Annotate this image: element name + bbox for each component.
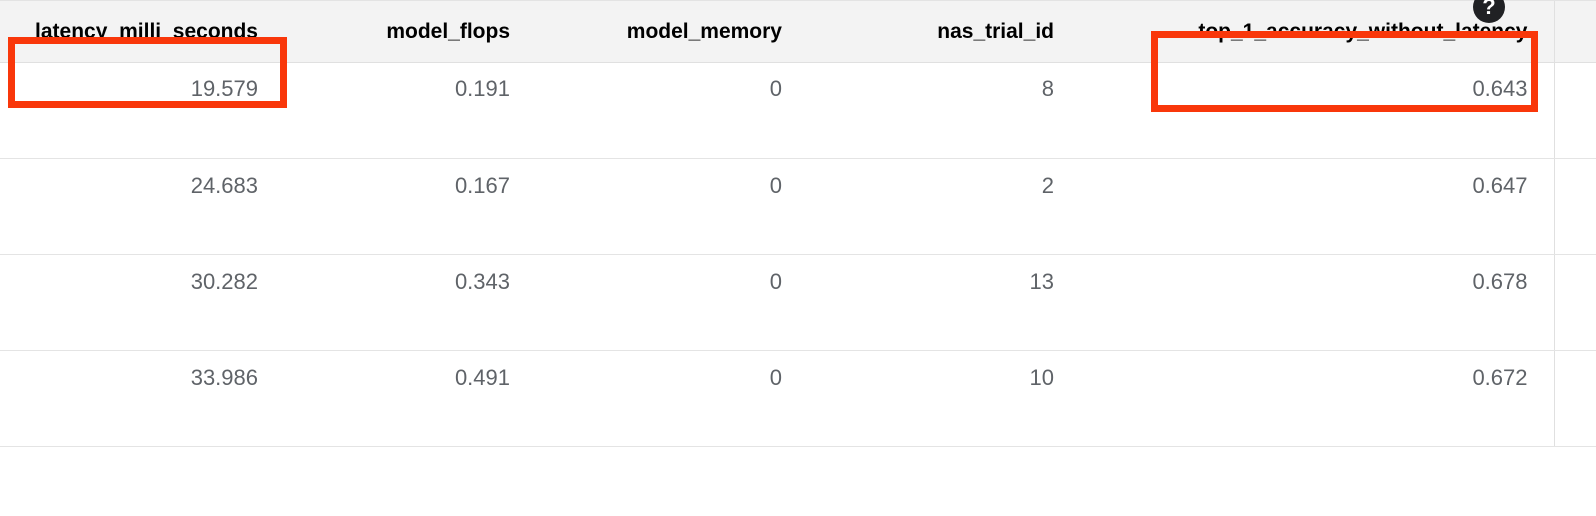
cell-model-flops: 0.343 (284, 254, 536, 351)
cell-latency-milli-seconds: 24.683 (0, 158, 284, 255)
cell-top-1-accuracy-without-latency: 0.678 (1080, 254, 1554, 351)
cell-model-memory: 0 (536, 158, 808, 255)
column-header-latency-milli-seconds[interactable]: latency_milli_seconds (0, 0, 284, 63)
cell-top-1-accuracy-without-latency: 0.643 (1080, 62, 1554, 159)
cell-nas-trial-id: 13 (808, 254, 1080, 351)
column-header-model-flops[interactable]: model_flops (284, 0, 536, 63)
cell-next-partial (1553, 62, 1596, 159)
column-header-nas-trial-id[interactable]: nas_trial_id (808, 0, 1080, 63)
cell-next-partial (1553, 350, 1596, 447)
cell-nas-trial-id: 10 (808, 350, 1080, 447)
column-header-next-partial[interactable] (1553, 0, 1596, 63)
metrics-table: latency_milli_seconds model_flops model_… (0, 0, 1596, 447)
cell-model-memory: 0 (536, 254, 808, 351)
table-row[interactable]: 30.282 0.343 0 13 0.678 (0, 254, 1596, 351)
table-row[interactable]: 24.683 0.167 0 2 0.647 (0, 158, 1596, 255)
cell-model-flops: 0.491 (284, 350, 536, 447)
cell-latency-milli-seconds: 33.986 (0, 350, 284, 447)
cell-next-partial (1553, 254, 1596, 351)
cell-top-1-accuracy-without-latency: 0.672 (1080, 350, 1554, 447)
table-header: latency_milli_seconds model_flops model_… (0, 0, 1596, 63)
cell-next-partial (1553, 158, 1596, 255)
cell-latency-milli-seconds: 19.579 (0, 62, 284, 159)
cell-latency-milli-seconds: 30.282 (0, 254, 284, 351)
cell-model-memory: 0 (536, 62, 808, 159)
column-header-model-memory[interactable]: model_memory (536, 0, 808, 63)
cell-model-memory: 0 (536, 350, 808, 447)
cell-model-flops: 0.167 (284, 158, 536, 255)
help-circle-icon[interactable]: ? (1473, 0, 1505, 23)
table-row[interactable]: 33.986 0.491 0 10 0.672 (0, 350, 1596, 447)
cell-nas-trial-id: 2 (808, 158, 1080, 255)
table-row[interactable]: 19.579 0.191 0 8 0.643 (0, 62, 1596, 159)
cell-model-flops: 0.191 (284, 62, 536, 159)
table-body: 19.579 0.191 0 8 0.643 24.683 0.167 0 2 … (0, 62, 1596, 447)
cell-top-1-accuracy-without-latency: 0.647 (1080, 158, 1554, 255)
table-header-row: latency_milli_seconds model_flops model_… (0, 0, 1596, 63)
cell-nas-trial-id: 8 (808, 62, 1080, 159)
